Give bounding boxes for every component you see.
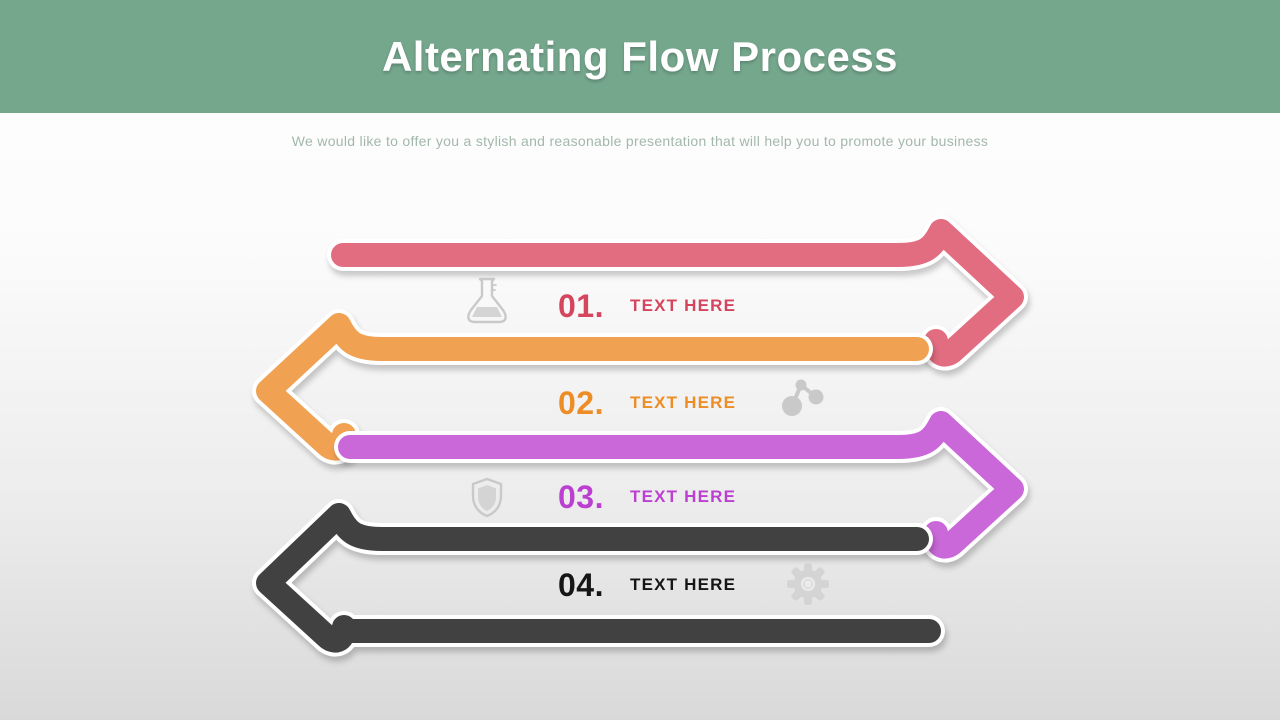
step-4-arrow (252, 499, 945, 657)
step-4-row: 04. TEXT HERE (558, 561, 736, 609)
step-1-arrow (327, 215, 1028, 371)
step-1-number: 01. (558, 287, 604, 324)
step-4-label: TEXT HERE (630, 575, 737, 594)
flask-icon (467, 277, 507, 324)
gear-icon (787, 563, 829, 605)
step-2-label: TEXT HERE (630, 393, 737, 412)
step-4-number: 04. (558, 566, 604, 603)
step-3-label: TEXT HERE (630, 487, 737, 506)
step-2-number: 02. (558, 384, 604, 421)
header-band: Alternating Flow Process (0, 0, 1280, 113)
step-3-row: 03. TEXT HERE (558, 473, 736, 521)
step-3-arrow (334, 407, 1028, 563)
molecule-icon (782, 379, 824, 416)
step-1-row: 01. TEXT HERE (558, 282, 736, 330)
subtitle: We would like to offer you a stylish and… (291, 133, 989, 149)
step-2-row: 02. TEXT HERE (558, 379, 736, 427)
page-title: Alternating Flow Process (381, 32, 899, 80)
step-1-label: TEXT HERE (630, 296, 737, 315)
shield-icon (471, 477, 503, 518)
step-3-number: 03. (558, 478, 604, 515)
